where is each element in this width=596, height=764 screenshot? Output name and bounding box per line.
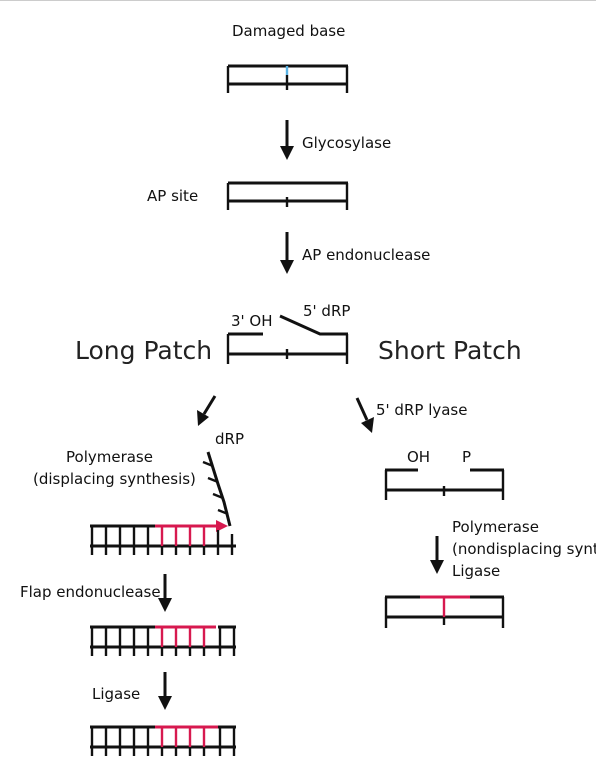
dna-damaged-base [226,64,349,93]
five-drp-label: 5' dRP [303,302,350,320]
arrow-ligase-long [158,672,172,710]
dna-short-gap [384,468,505,500]
arrow-long-patch [197,395,217,426]
drp-lyase-label: 5' dRP lyase [376,401,467,419]
ligase-long-label: Ligase [92,685,140,703]
nondisplacing-synthesis-label: (nondisplacing synt [452,540,596,558]
damaged-base-label: Damaged base [232,22,345,40]
dna-nicked [226,314,349,364]
dna-short-patch-final [384,595,505,628]
dna-long-patch-final [90,725,236,756]
ap-endonuclease-label: AP endonuclease [302,246,430,264]
three-oh-label: 3' OH [231,312,273,330]
oh-label: OH [407,448,430,466]
arrow-short-patch [355,397,374,433]
dna-after-flap [90,625,236,656]
ligase-short-label: Ligase [452,562,500,580]
dna-ap-site [226,181,349,210]
arrow-glycosylase [280,120,294,160]
polymerase-nondisplacing-label: Polymerase [452,518,539,536]
dna-displacing-synthesis [90,451,236,555]
arrow-flap-endonuclease [158,574,172,612]
polymerase-displacing-label: Polymerase [66,448,153,466]
glycosylase-label: Glycosylase [302,134,391,152]
ap-site-label: AP site [147,187,198,205]
flap-endonuclease-label: Flap endonuclease [20,583,161,601]
p-label: P [462,448,471,466]
drp-label: dRP [215,430,244,448]
long-patch-title: Long Patch [75,336,212,365]
arrow-polymerase-nondisplacing [430,536,444,574]
displacing-synthesis-label: (displacing synthesis) [33,470,196,488]
short-patch-title: Short Patch [378,336,522,365]
arrow-ap-endonuclease [280,232,294,274]
